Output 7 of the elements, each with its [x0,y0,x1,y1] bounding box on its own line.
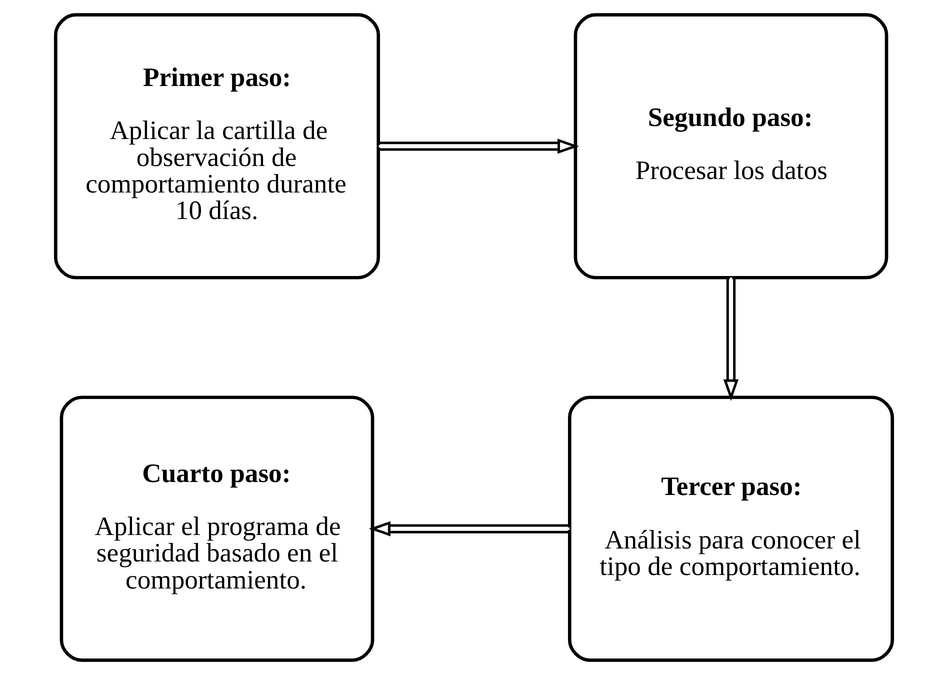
arrow [722,278,738,402]
node-box: Primer paso: Aplicar la cartilla de observación de comportamiento durante 10 días. [54,13,380,280]
node-box: Segundo paso: Procesar los datos [573,13,888,280]
arrow [378,138,579,154]
node-box: Tercer paso: Análisis para conocer el tipo de comportamiento. [567,396,894,662]
arrow [368,521,570,536]
node-box: Cuarto paso: Aplicar el programa de seguridad basado en el comportamiento. [59,396,374,662]
